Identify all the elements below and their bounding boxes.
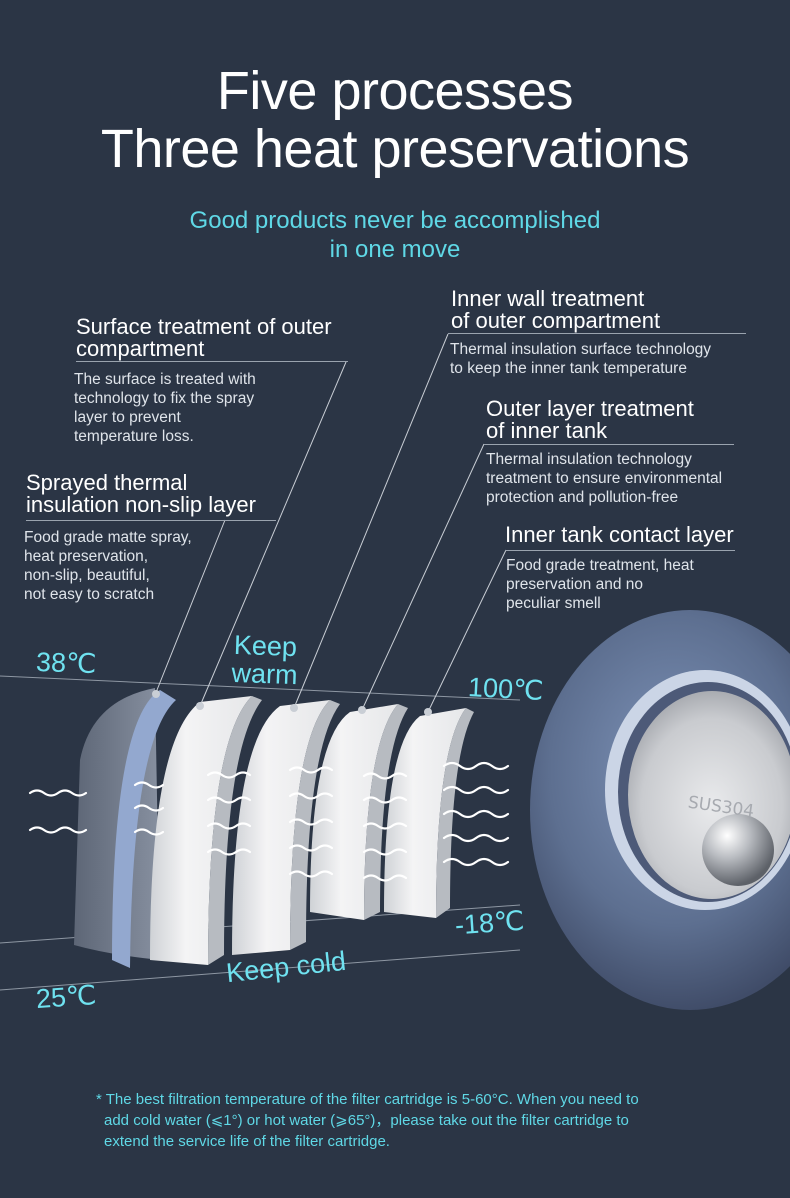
desc-line: preservation and no xyxy=(506,576,644,593)
desc-line: to keep the inner tank temperature xyxy=(450,360,687,377)
footnote-line1: * The best filtration temperature of the… xyxy=(96,1091,639,1108)
page-subtitle-line2: in one move xyxy=(329,236,461,263)
label-title: compartment xyxy=(76,336,205,361)
temp-inner-hot: 100℃ xyxy=(467,672,545,706)
temp-outer-cold: 25℃ xyxy=(34,979,98,1015)
label-title: Surface treatment of outer xyxy=(76,314,332,339)
label-divider xyxy=(505,550,735,551)
label-title: of inner tank xyxy=(486,418,608,443)
label-title: Inner wall treatment xyxy=(451,286,645,311)
desc-surface-treatment: The surface is treated with technology t… xyxy=(74,370,314,446)
label-surface-treatment: Surface treatment of outer compartment xyxy=(76,316,376,360)
label-divider xyxy=(76,361,348,362)
label-divider xyxy=(448,333,746,334)
page-title-line2: Three heat preservations xyxy=(100,119,690,179)
label-outer-layer-inner-tank: Outer layer treatment of inner tank xyxy=(486,398,766,442)
white-layer-2 xyxy=(232,700,330,955)
temp-outer-hot: 38℃ xyxy=(35,646,97,680)
white-layer-1 xyxy=(150,696,252,965)
desc-line: Thermal insulation technology xyxy=(486,451,692,468)
heat-wave-icon xyxy=(28,761,510,882)
white-layer-4 xyxy=(384,708,466,918)
desc-outer-layer-inner-tank: Thermal insulation technology treatment … xyxy=(486,450,786,507)
page-subtitle-line1: Good products never be accomplished xyxy=(189,207,601,234)
label-title: of outer compartment xyxy=(451,308,661,333)
desc-line: Food grade matte spray, xyxy=(24,529,192,546)
desc-line: peculiar smell xyxy=(506,595,601,612)
desc-line: protection and pollution-free xyxy=(486,489,679,506)
keep-warm-label: Keep warm xyxy=(231,629,299,691)
desc-inner-tank-contact: Food grade treatment, heat preservation … xyxy=(506,556,766,613)
keep-warm-line1: Keep xyxy=(233,629,298,663)
label-divider xyxy=(484,444,734,445)
desc-sprayed-layer: Food grade matte spray, heat preservatio… xyxy=(24,528,244,604)
label-title: insulation non-slip layer xyxy=(26,492,256,517)
label-inner-tank-contact: Inner tank contact layer xyxy=(505,524,785,546)
leader-dots xyxy=(152,690,432,716)
white-layer-3 xyxy=(310,704,398,920)
footnote: * The best filtration temperature of the… xyxy=(96,1089,736,1152)
label-title: Inner tank contact layer xyxy=(505,522,734,547)
desc-inner-wall-treatment: Thermal insulation surface technology to… xyxy=(450,340,770,378)
desc-line: layer to prevent xyxy=(74,409,181,426)
label-divider xyxy=(26,520,276,521)
spray-layer xyxy=(112,690,176,968)
desc-line: Food grade treatment, heat xyxy=(506,557,694,574)
label-inner-wall-treatment: Inner wall treatment of outer compartmen… xyxy=(451,288,751,332)
label-title: Outer layer treatment xyxy=(486,396,694,421)
footnote-line3: extend the service life of the filter ca… xyxy=(104,1133,390,1150)
top-boundary-line xyxy=(0,675,521,701)
cup-illustration: SUS304 xyxy=(530,610,790,1010)
cup-bottom-dome xyxy=(702,814,774,886)
desc-line: technology to fix the spray xyxy=(74,390,255,407)
desc-line: temperature loss. xyxy=(74,428,194,445)
leader-lines xyxy=(154,333,507,713)
footnote-line2: add cold water (⩽1°) or hot water (⩾65°)… xyxy=(104,1112,629,1129)
label-sprayed-layer: Sprayed thermal insulation non-slip laye… xyxy=(26,472,306,516)
desc-line: heat preservation, xyxy=(24,548,149,565)
desc-line: non-slip, beautiful, xyxy=(24,567,150,584)
temp-inner-cold: -18℃ xyxy=(454,905,526,941)
desc-line: Thermal insulation surface technology xyxy=(450,341,712,358)
bottom-boundary-line xyxy=(0,949,521,991)
page-title-line1: Five processes xyxy=(216,61,574,121)
desc-line: treatment to ensure environmental xyxy=(486,470,723,487)
label-title: Sprayed thermal xyxy=(26,470,188,495)
keep-warm-line2: warm xyxy=(231,657,299,691)
desc-line: not easy to scratch xyxy=(24,586,155,603)
desc-line: The surface is treated with xyxy=(74,371,256,388)
